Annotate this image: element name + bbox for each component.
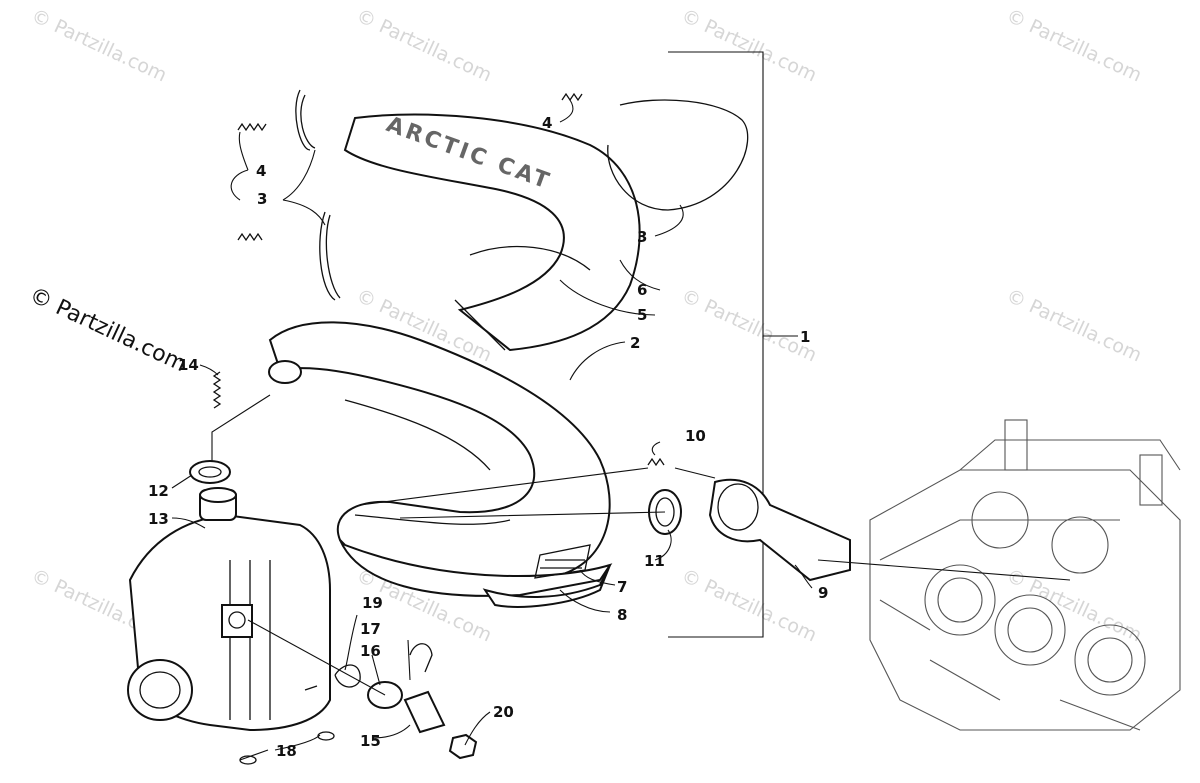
- callout-5: 5: [637, 306, 647, 324]
- callout-3: 3: [257, 190, 267, 208]
- lower-shield-part: [482, 564, 611, 608]
- callout-14: 14: [178, 356, 199, 374]
- callout-10: 10: [685, 427, 706, 445]
- small-parts: [189, 89, 851, 765]
- callout-12: 12: [148, 482, 169, 500]
- assembly-bracket: [668, 51, 798, 638]
- mesh-pad-part: [534, 544, 591, 579]
- washer: [334, 664, 361, 688]
- spring: [561, 92, 583, 102]
- callout-1: 1: [800, 328, 810, 346]
- manifold: [708, 478, 851, 582]
- callout-19: 19: [362, 594, 383, 612]
- callout-20: 20: [493, 703, 514, 721]
- clamp-band: [295, 89, 316, 151]
- callout-11: 11: [644, 552, 665, 570]
- callout-labels: 1 2 3 3 3 4 4 5 6 7 8 9 10 11 12 13 14 1…: [148, 114, 828, 760]
- callout-9: 9: [818, 584, 828, 602]
- callout-16: 16: [360, 642, 381, 660]
- callout-17: 17: [360, 620, 381, 638]
- watermark: © Partzilla.com: [678, 285, 820, 367]
- watermark: © Partzilla.com: [678, 5, 820, 87]
- watermark: © Partzilla.com: [1003, 285, 1145, 367]
- watermark: © Partzilla.com: [678, 565, 820, 647]
- callout-13: 13: [148, 510, 169, 528]
- spring: [647, 457, 665, 467]
- spring: [237, 232, 263, 242]
- grommet-pair: [239, 685, 335, 765]
- clamp-band: [607, 99, 749, 211]
- callout-3: 3: [637, 228, 647, 246]
- callout-15: 15: [360, 732, 381, 750]
- nut: [448, 733, 478, 760]
- callout-18: 18: [276, 742, 297, 760]
- silencer-part: [127, 487, 331, 732]
- callout-2: 2: [630, 334, 640, 352]
- spring: [212, 371, 222, 409]
- callout-7: 7: [617, 578, 627, 596]
- spring: [237, 122, 267, 132]
- callout-4: 4: [256, 162, 266, 180]
- clip: [409, 643, 433, 673]
- callout-4: 4: [542, 114, 552, 132]
- leader-lines: [171, 99, 1071, 761]
- stud: [403, 690, 446, 734]
- engine-drawing: [869, 419, 1181, 731]
- watermark: © Partzilla.com: [353, 5, 495, 87]
- callout-8: 8: [617, 606, 627, 624]
- gasket: [189, 460, 231, 484]
- brand-watermark: © Partzilla.com: [25, 283, 189, 377]
- callout-6: 6: [637, 281, 647, 299]
- watermark: © Partzilla.com: [28, 5, 170, 87]
- watermark: © Partzilla.com: [1003, 5, 1145, 87]
- clamp-band: [319, 211, 341, 301]
